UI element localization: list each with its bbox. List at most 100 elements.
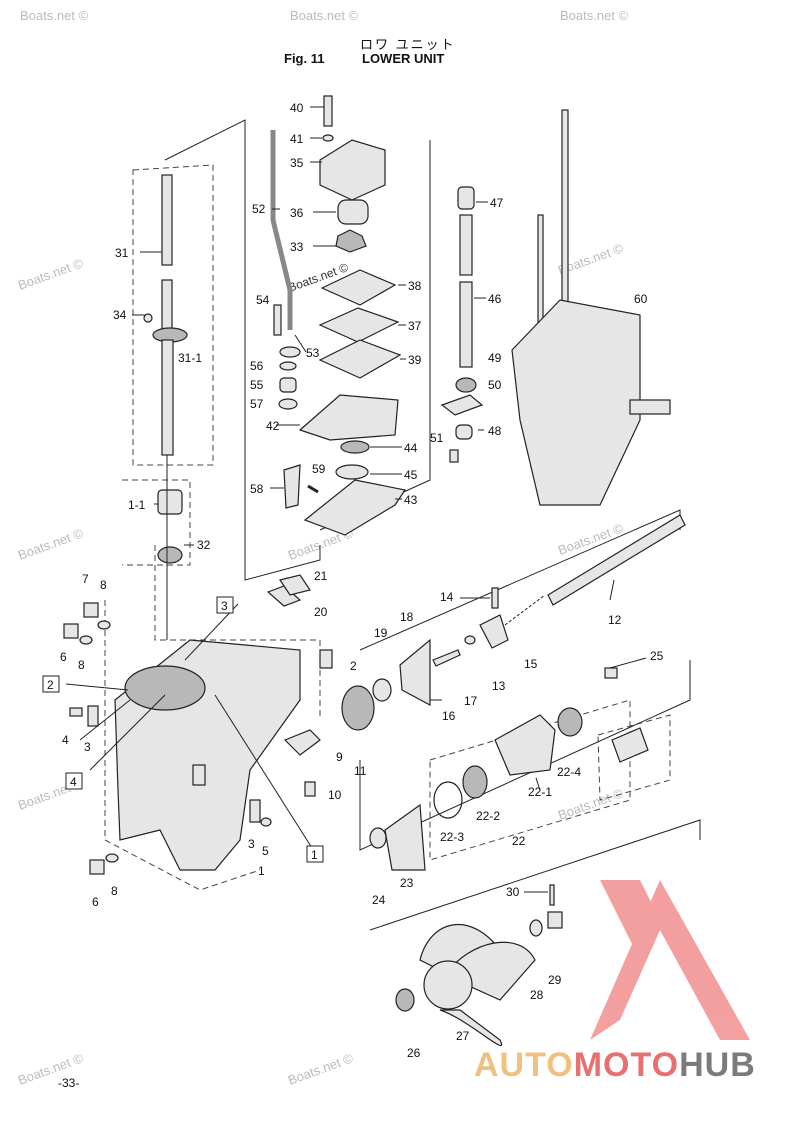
watermark: Boats.net © [556,520,626,558]
part-label: 8 [100,578,107,592]
lower-case-assembly [511,109,671,506]
callout-frames [42,596,324,863]
part-label: 45 [404,468,418,482]
drive-shaft [143,174,188,640]
callout-4: 4 [70,775,77,789]
watermark: Boats.net © [290,8,359,23]
part-label: 57 [250,397,264,411]
part-label: 35 [290,156,304,170]
part-label: 1 [258,864,265,878]
part-label: 28 [530,988,544,1002]
part-label: 12 [608,613,622,627]
part-label: 25 [650,649,664,663]
part-label: 37 [408,319,422,333]
part-label: 19 [374,626,388,640]
water-pump-stack [298,95,406,536]
propeller-shaft [341,514,686,731]
part-label: 6 [60,650,67,664]
part-label: 22-4 [557,765,581,779]
part-label: 3 [84,740,91,754]
part-label: 10 [328,788,342,802]
part-label: 5 [262,844,269,858]
part-label: 21 [314,569,328,583]
part-label: 33 [290,240,304,254]
part-label: 8 [111,884,118,898]
watermark: Boats.net © [560,8,629,23]
part-label: 18 [400,610,414,624]
part-label: 6 [92,895,99,909]
part-label: 15 [524,657,538,671]
callout-labels: 3 2 4 1 [47,599,318,862]
logo-icon [590,880,750,1040]
part-label: 23 [400,876,414,890]
part-label: 38 [408,279,422,293]
part-label: 56 [250,359,264,373]
page-number: -33- [58,1076,80,1090]
part-label: 4 [62,733,69,747]
water-tube-parts [270,130,319,509]
part-label: 50 [488,378,502,392]
part-label: 22-3 [440,830,464,844]
gear-case [63,574,333,875]
part-label: 7 [82,572,89,586]
part-label: 58 [250,482,264,496]
part-label: 26 [407,1046,421,1060]
part-label: 51 [430,431,444,445]
part-label: 3 [248,837,255,851]
part-label: 24 [372,893,386,907]
part-label: 34 [113,308,127,322]
watermark: Boats.net © [20,8,89,23]
part-label: 48 [488,424,502,438]
leader-lines [65,106,647,893]
part-label: 36 [290,206,304,220]
part-label: 55 [250,378,264,392]
watermark: Boats.net © [16,525,86,563]
part-label: 22 [512,834,526,848]
part-label: 29 [548,973,562,987]
part-label: 14 [440,590,454,604]
callout-1: 1 [311,848,318,862]
part-label: 22-1 [528,785,552,799]
propeller [395,884,563,1047]
part-label: 47 [490,196,504,210]
header-jp-title: ロワ ユニット [360,37,456,52]
part-label: 43 [404,493,418,507]
part-label: 46 [488,292,502,306]
part-label: 17 [464,694,478,708]
shift-rod [440,186,484,463]
part-label: 53 [306,346,320,360]
part-label: 30 [506,885,520,899]
part-label: 27 [456,1029,470,1043]
part-label: 8 [78,658,85,672]
part-label: 41 [290,132,304,146]
figure-title: LOWER UNIT [362,51,445,66]
part-labels: 40 41 35 52 36 33 38 37 39 54 53 56 55 5… [60,101,664,1060]
part-label: 40 [290,101,304,115]
brand-logo: AUTOMOTOHUB [474,1046,756,1085]
part-label: 16 [442,709,456,723]
part-label: 13 [492,679,506,693]
part-label: 54 [256,293,270,307]
figure-number: Fig. 11 [284,51,325,66]
part-label: 44 [404,441,418,455]
logo-part-auto: AUTO [474,1046,574,1084]
part-label: 32 [197,538,211,552]
part-label: 11 [354,764,367,778]
logo-part-moto: MOTO [573,1046,680,1084]
part-label: 2 [350,659,357,673]
part-label: 9 [336,750,343,764]
part-label: 52 [252,202,266,216]
part-label: 49 [488,351,502,365]
part-label: 60 [634,292,648,306]
part-label: 59 [312,462,326,476]
bearing-housing [369,667,649,871]
part-label: 42 [266,419,280,433]
part-label: 39 [408,353,422,367]
watermark: Boats.net © [286,1050,356,1088]
part-label: 31 [115,246,129,260]
part-label: 31-1 [178,351,202,365]
part-label: 22-2 [476,809,500,823]
logo-part-hub: HUB [679,1046,756,1084]
part-label: 1-1 [128,498,146,512]
